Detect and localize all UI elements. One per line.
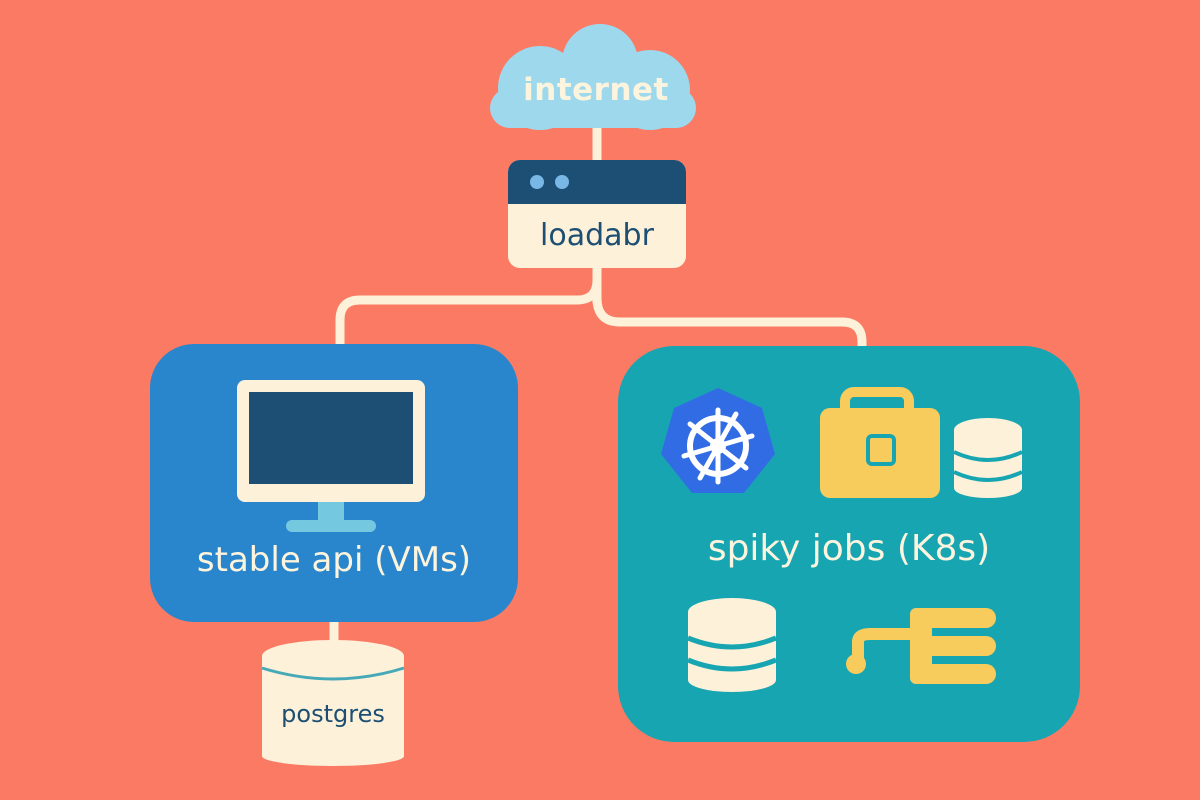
connector-to-spiky-jobs — [592, 293, 867, 355]
connector-to-stable-api — [335, 275, 602, 351]
monitor-icon — [237, 380, 425, 532]
postgres-database-icon — [261, 640, 405, 766]
database-icon — [687, 598, 777, 692]
browser-window-icon — [508, 160, 686, 204]
briefcase-icon — [820, 387, 940, 498]
internet-label: internet — [523, 72, 669, 108]
stable-api-box — [150, 344, 518, 622]
load-balancer-box — [508, 160, 686, 268]
spiky-jobs-label: spiky jobs (K8s) — [707, 528, 991, 569]
kubernetes-icon — [661, 388, 775, 493]
connectors — [329, 121, 867, 655]
spiky-jobs-box — [618, 346, 1080, 742]
window-dot — [530, 175, 544, 189]
stable-api-label: stable api (VMs) — [196, 540, 472, 580]
cloud-icon — [490, 24, 696, 130]
window-dot — [555, 175, 569, 189]
load-balancer-label: loadabr — [540, 218, 654, 253]
postgres-label: postgres — [281, 700, 385, 728]
database-icon — [953, 418, 1023, 498]
pipeline-icon — [846, 608, 996, 684]
